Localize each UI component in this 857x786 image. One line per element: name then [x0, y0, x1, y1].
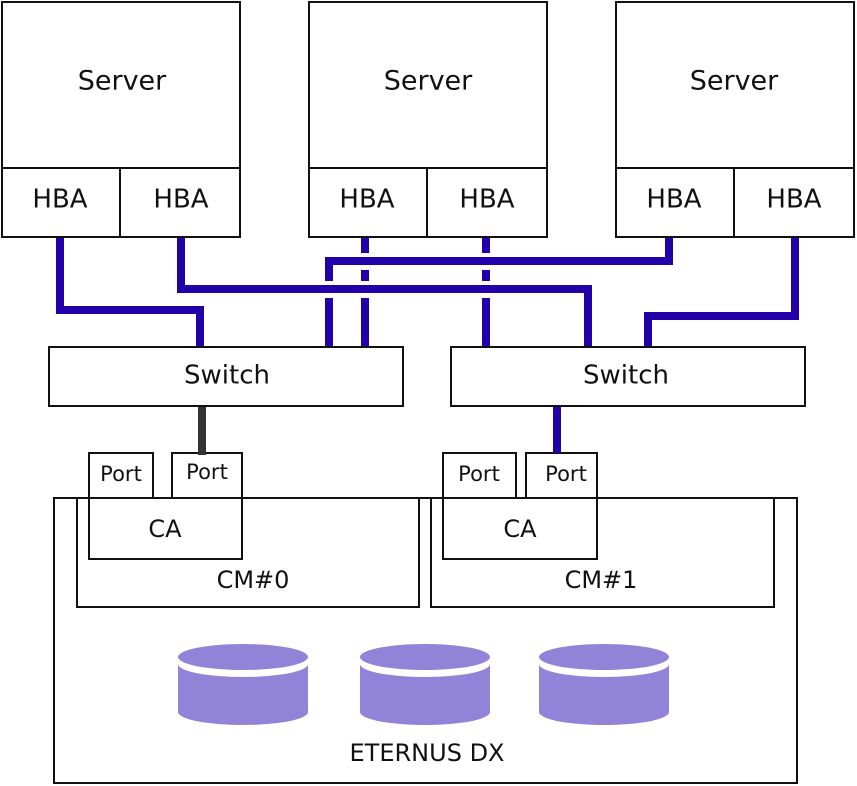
port: [525, 452, 598, 499]
server-label: Server: [384, 66, 473, 97]
link: [177, 237, 592, 348]
storage-label: ETERNUS DX: [350, 739, 505, 767]
port: [88, 452, 154, 499]
server-label: Server: [690, 66, 779, 97]
hba-label: HBA: [646, 185, 701, 215]
port-label: Port: [100, 462, 142, 486]
port: [171, 452, 243, 499]
server: Server HBA HBA: [308, 1, 548, 238]
server-label: Server: [78, 66, 167, 97]
disk-icon: [178, 644, 308, 725]
ca-cm1: [442, 497, 598, 560]
hba-label: HBA: [766, 185, 821, 215]
switch-label: Switch: [184, 361, 270, 391]
link: [56, 237, 204, 348]
hba-label: HBA: [153, 185, 208, 215]
ca-cm0: [88, 497, 243, 560]
ca-label: CA: [503, 515, 537, 543]
cm1-label: CM#1: [565, 566, 638, 594]
link: [644, 237, 799, 348]
port-label: Port: [545, 462, 587, 486]
fc-links: [56, 237, 799, 455]
server: Server HBA HBA: [615, 1, 855, 238]
port: [442, 452, 517, 499]
ca-label: CA: [148, 515, 182, 543]
hba-label: HBA: [459, 185, 514, 215]
port-label: Port: [458, 462, 500, 486]
switch: [450, 346, 806, 407]
port-label: Port: [186, 460, 228, 484]
disk-icon: [360, 644, 490, 725]
disk-icon: [539, 644, 669, 725]
link: [325, 237, 673, 281]
server: Server HBA HBA: [1, 1, 241, 238]
hba-label: HBA: [339, 185, 394, 215]
switch: [48, 346, 404, 407]
disk-group: [178, 644, 669, 725]
cm0-label: CM#0: [217, 566, 290, 594]
switch-label: Switch: [583, 361, 669, 391]
hba-label: HBA: [32, 185, 87, 215]
